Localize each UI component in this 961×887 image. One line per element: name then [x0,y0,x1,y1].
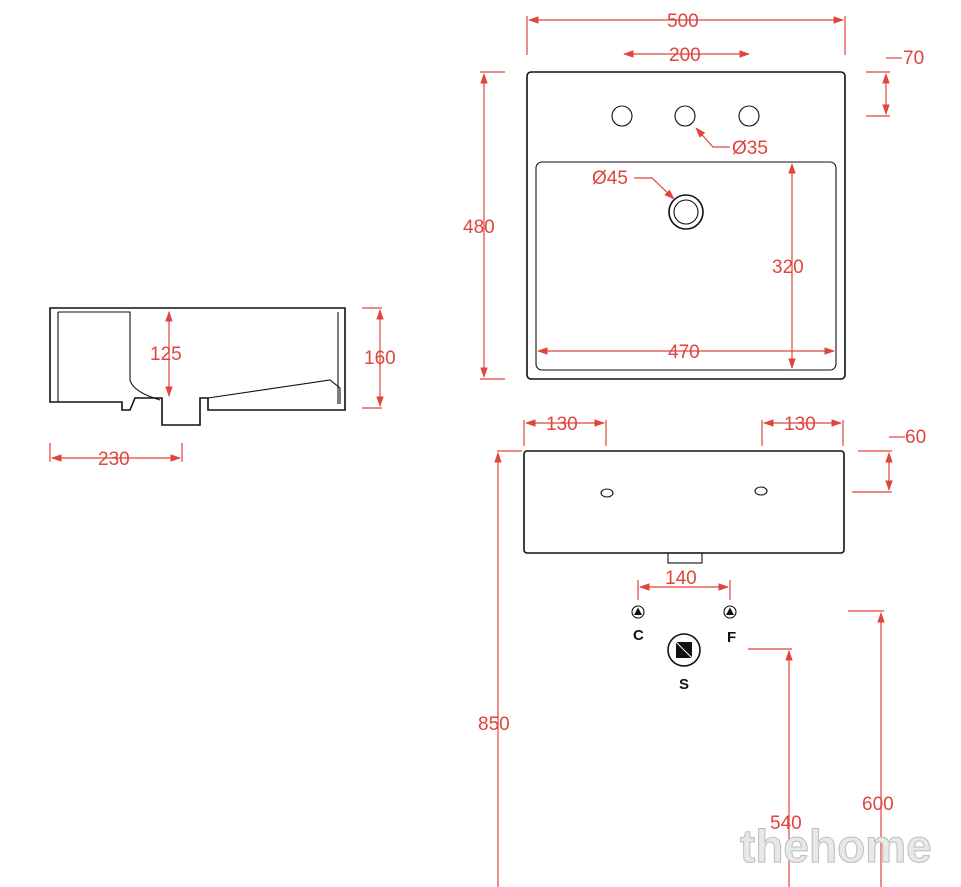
waste-label: S [679,676,689,693]
top-tap-offset-label: 70 [903,48,924,69]
tap-hole-right [738,105,760,127]
side-bowl-depth-label: 125 [150,344,182,365]
side-view: 125 160 230 [49,307,396,470]
cold-supply-symbol [631,605,645,619]
top-tap-spacing-label: 200 [669,45,701,66]
side-depth-label: 230 [98,449,130,470]
hot-supply-label: F [727,629,736,646]
watermark: thehome [740,820,932,872]
front-view: 130 130 60 140 C F S [478,414,926,887]
front-left-fixing-label: 130 [546,414,578,435]
top-bowl-depth-label: 320 [772,257,804,278]
top-view: 500 200 70 Ø35 Ø45 480 320 470 [463,11,924,380]
tap-hole-diameter-label: Ø35 [732,138,768,159]
install-height-label: 850 [478,714,510,735]
drain-diameter-label: Ø45 [592,168,628,189]
side-height-label: 160 [364,348,396,369]
fixing-hole-left [600,488,614,498]
front-right-fixing-label: 130 [784,414,816,435]
cold-supply-label: C [633,627,644,644]
hot-supply-symbol [723,605,737,619]
top-width-label: 500 [667,11,699,32]
drain-hole [668,194,704,230]
waste-width-label: 140 [665,568,697,589]
front-fixing-height-label: 60 [905,427,926,448]
supply-height-label: 600 [862,794,894,815]
waste-outlet [667,552,703,564]
top-bowl-width-label: 470 [668,342,700,363]
waste-height-label: 540 [770,813,802,834]
tap-hole-left [611,105,633,127]
top-depth-label: 480 [463,217,495,238]
fixing-hole-right [754,486,768,496]
tap-hole-center [674,105,696,127]
waste-symbol [667,633,701,667]
